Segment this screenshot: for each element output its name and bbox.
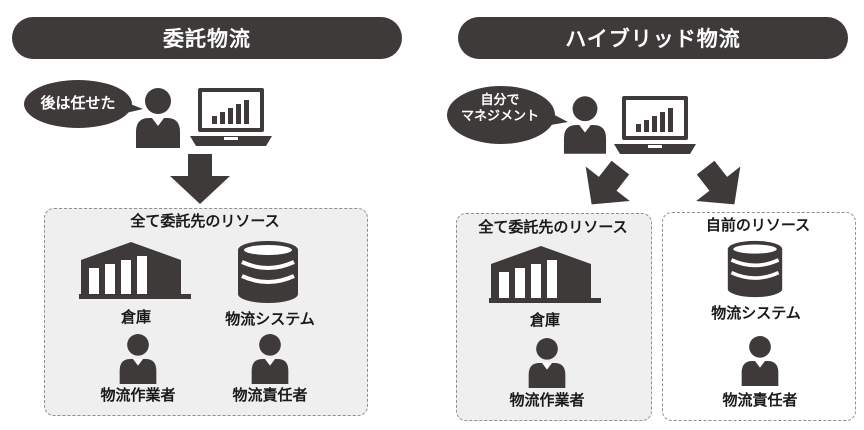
worker-person-icon: [528, 338, 566, 388]
laptop-chart-icon: [614, 96, 696, 154]
panel-a-label-worker: 物流作業者: [509, 391, 585, 409]
down-arrow-icon: [170, 154, 230, 204]
left-resource-panel: [44, 208, 368, 416]
speech-bubble-icon: [24, 80, 143, 128]
worker-person-icon: [119, 334, 157, 384]
panel-a-label-warehouse: 倉庫: [529, 311, 561, 329]
down-right-arrow-icon: [696, 160, 741, 205]
database-icon: [238, 241, 298, 303]
panel-b-label-logistics-system: 物流システム: [711, 304, 801, 322]
panel-b-label-manager: 物流責任者: [722, 391, 798, 409]
left-label-logistics-system: 物流システム: [225, 310, 315, 328]
left-label-manager: 物流責任者: [232, 386, 308, 404]
down-left-arrow-icon: [585, 160, 630, 205]
manager-person-icon: [741, 336, 779, 386]
left-title: 委託物流: [163, 27, 251, 51]
panel-b-header: 自前のリソース: [705, 216, 811, 234]
left-bubble-text: 後は任せた: [40, 94, 116, 112]
right-bubble-line1: 自分で: [480, 93, 520, 108]
left-label-worker: 物流作業者: [100, 386, 176, 404]
warehouse-icon: [79, 242, 191, 299]
manager-person-icon: [251, 334, 289, 384]
database-icon: [727, 240, 783, 298]
right-bubble-line2: マネジメント: [460, 109, 539, 125]
person-icon: [136, 88, 180, 148]
speech-bubble-icon: [447, 86, 568, 144]
left-label-warehouse: 倉庫: [120, 308, 152, 326]
panel-a-header: 全て委託先のリソース: [478, 218, 628, 236]
right-bubble-text: 自分で マネジメント: [452, 93, 548, 126]
left-panel-header: 全て委託先のリソース: [130, 212, 280, 230]
laptop-chart-icon: [190, 88, 272, 146]
warehouse-icon: [489, 246, 601, 303]
left-title-pill: 委託物流: [12, 17, 402, 59]
right-title-pill: ハイブリッド物流: [458, 17, 848, 59]
right-title: ハイブリッド物流: [565, 27, 741, 51]
person-icon: [563, 96, 607, 154]
